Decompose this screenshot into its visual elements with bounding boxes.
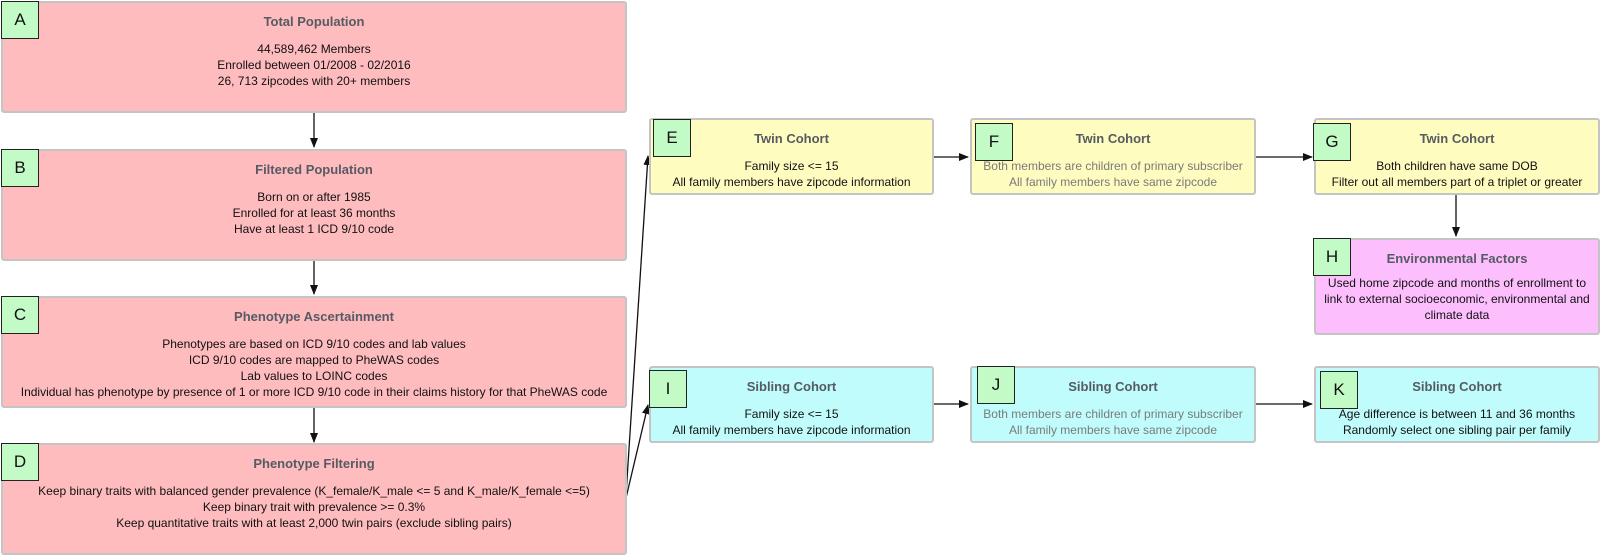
badge-h: H <box>1313 238 1351 276</box>
box-line: All family members have zipcode informat… <box>672 175 911 189</box>
box-line: Filter out all members part of a triplet… <box>1331 175 1583 189</box>
badge-i: I <box>649 370 687 408</box>
box-line: Both members are children of primary sub… <box>983 159 1243 173</box>
box-title: Phenotype Ascertainment <box>234 309 394 324</box>
box-title: Twin Cohort <box>1075 131 1151 146</box>
box-sibling-cohort-k: Sibling Cohort Age difference is between… <box>1314 366 1600 443</box>
box-line: Both members are children of primary sub… <box>983 407 1243 421</box>
badge-e: E <box>653 119 691 157</box>
box-line: Used home zipcode and months of enrollme… <box>1324 276 1590 322</box>
box-line: Enrolled between 01/2008 - 02/2016 <box>217 58 411 72</box>
box-line: Family size <= 15 <box>744 159 839 173</box>
box-line: Family size <= 15 <box>744 407 839 421</box>
badge-g: G <box>1313 123 1351 161</box>
box-title: Sibling Cohort <box>1412 379 1502 394</box>
box-title: Twin Cohort <box>754 131 829 146</box>
box-sibling-cohort-i: Sibling Cohort Family size <= 15 All fam… <box>649 366 934 443</box>
box-phenotype-ascertainment: Phenotype Ascertainment Phenotypes are b… <box>1 296 627 408</box>
box-line: Have at least 1 ICD 9/10 code <box>233 222 395 236</box>
box-filtered-population: Filtered Population Born on or after 198… <box>1 149 627 261</box>
box-twin-cohort-f: Twin Cohort Both members are children of… <box>970 118 1256 195</box>
box-line: Age difference is between 11 and 36 mont… <box>1338 407 1576 421</box>
box-phenotype-filtering: Phenotype Filtering Keep binary traits w… <box>1 443 627 555</box>
box-sibling-cohort-j: Sibling Cohort Both members are children… <box>970 366 1256 443</box>
box-line: Keep binary traits with balanced gender … <box>38 484 590 498</box>
box-twin-cohort-e: Twin Cohort Family size <= 15 All family… <box>649 118 934 195</box>
box-title: Filtered Population <box>255 162 373 177</box>
box-line: All family members have same zipcode <box>1008 175 1218 189</box>
box-title: Environmental Factors <box>1386 251 1528 266</box>
arrow-d-to-i <box>625 404 650 499</box>
badge-b: B <box>1 149 39 187</box>
box-line: Both children have same DOB <box>1376 159 1538 173</box>
box-line: Phenotypes are based on ICD 9/10 codes a… <box>162 337 466 351</box>
box-line: All family members have zipcode informat… <box>672 423 911 437</box>
arrow-d-to-e <box>625 155 652 496</box>
badge-j: J <box>977 366 1015 404</box>
box-line: Enrolled for at least 36 months <box>232 206 396 220</box>
badge-c: C <box>1 296 39 334</box>
badge-k: K <box>1320 371 1358 409</box>
badge-f: F <box>975 123 1013 161</box>
box-line: Born on or after 1985 <box>257 190 371 204</box>
box-twin-cohort-g: Twin Cohort Both children have same DOB … <box>1314 118 1600 195</box>
box-line: ICD 9/10 codes are mapped to PheWAS code… <box>188 353 440 367</box>
box-environmental-factors: Environmental Factors Used home zipcode … <box>1314 238 1600 335</box>
box-title: Phenotype Filtering <box>253 456 375 471</box>
box-title: Twin Cohort <box>1419 131 1495 146</box>
box-line: 44,589,462 Members <box>257 42 371 56</box>
box-line: Individual has phenotype by presence of … <box>20 385 608 399</box>
box-total-population: Total Population 44,589,462 Members Enro… <box>1 1 627 113</box>
box-line: Randomly select one sibling pair per fam… <box>1342 423 1572 437</box>
badge-d: D <box>1 443 39 481</box>
box-line: Keep quantitative traits with at least 2… <box>116 516 512 530</box>
box-title: Sibling Cohort <box>746 379 837 394</box>
box-title: Sibling Cohort <box>1068 379 1158 394</box>
box-title: Total Population <box>263 14 365 29</box>
box-line: Keep binary trait with prevalence >= 0.3… <box>202 500 426 514</box>
box-line: Lab values to LOINC codes <box>240 369 388 383</box>
box-line: All family members have same zipcode <box>1008 423 1218 437</box>
badge-a: A <box>1 1 39 39</box>
box-line: 26, 713 zipcodes with 20+ members <box>217 74 411 88</box>
